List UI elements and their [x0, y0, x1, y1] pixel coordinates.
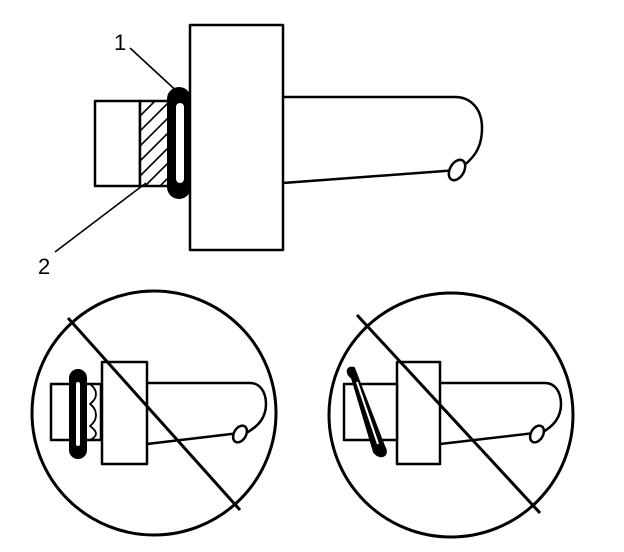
- pipe-end-hole: [231, 424, 249, 444]
- pipe-end-hole: [528, 424, 546, 444]
- fitting-flange: [100, 360, 149, 466]
- callout-2-leader: [54, 182, 147, 253]
- fitting-flange: [395, 360, 442, 466]
- callout-2-label: 2: [38, 254, 50, 279]
- callout-1-label: 1: [114, 30, 126, 55]
- fitting-flange: [188, 23, 285, 252]
- pipe: [439, 381, 563, 446]
- prohibited-slash: [66, 316, 242, 512]
- backup-washer: [138, 99, 172, 188]
- o-ring-twisted: [346, 366, 387, 458]
- callout-1-leader: [129, 47, 183, 97]
- pipe-end-hole: [447, 158, 467, 182]
- panel-correct-installation: [54, 23, 484, 253]
- o-ring: [167, 87, 191, 199]
- o-ring-misplaced: [69, 369, 87, 459]
- panel-incorrect-right: [327, 291, 575, 539]
- fitting-nose: [93, 99, 142, 188]
- panel-incorrect-left: [30, 289, 278, 537]
- prohibited-slash: [355, 313, 542, 515]
